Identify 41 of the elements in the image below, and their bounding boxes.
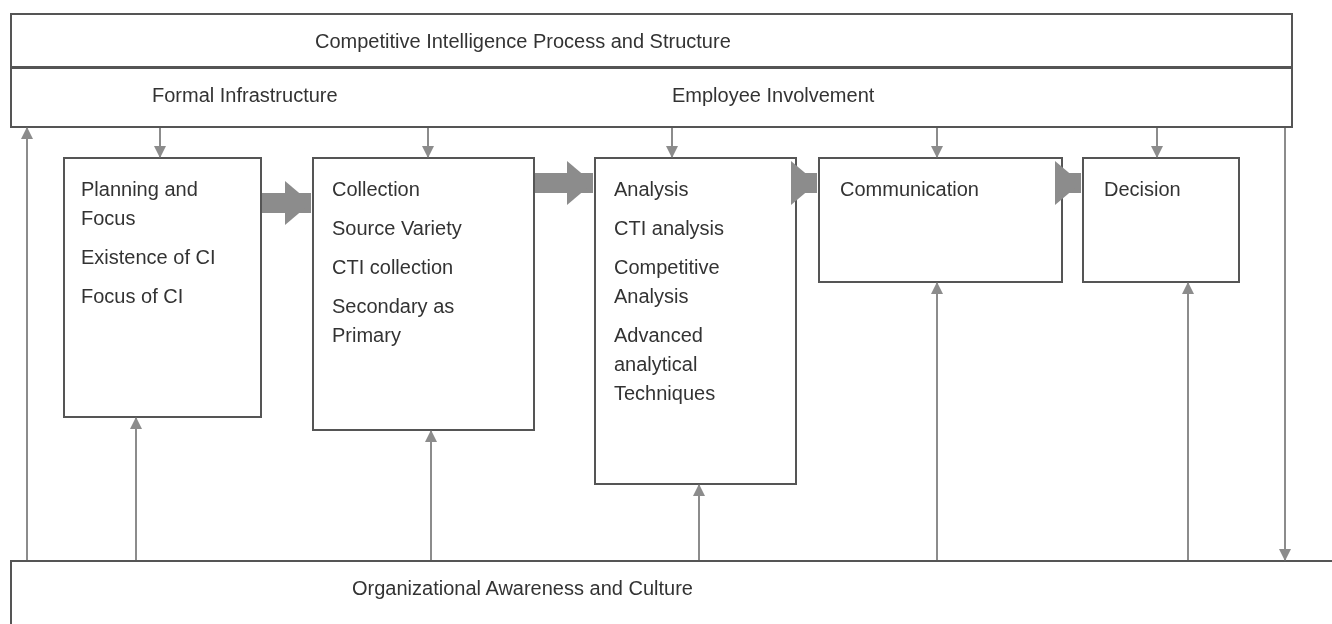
box-title: Organizational Awareness and Culture — [352, 576, 694, 601]
arrow — [1151, 127, 1163, 158]
arrow — [931, 282, 943, 561]
box-title: Decision — [1104, 177, 1182, 202]
block-arrow — [791, 161, 817, 205]
box-title: Planning and Focus — [81, 177, 199, 231]
box-text: Secondary as Primary — [332, 294, 456, 348]
box-text: Focus of CI — [81, 284, 185, 309]
block-arrow — [535, 161, 593, 205]
process-box — [1082, 157, 1240, 283]
box-text: Existence of CI — [81, 245, 217, 270]
arrow — [1279, 127, 1291, 561]
box-text: CTI analysis — [614, 216, 726, 241]
box-text: Advanced analytical Techniques — [614, 323, 717, 406]
block-arrow — [262, 181, 311, 225]
section-heading: Formal Infrastructure — [152, 83, 338, 107]
process-box — [594, 157, 797, 485]
arrow — [21, 127, 33, 561]
arrow — [693, 484, 705, 561]
arrow — [130, 417, 142, 561]
block-arrow — [1055, 161, 1081, 205]
arrow — [931, 127, 943, 158]
header-box — [10, 13, 1293, 68]
box-title: Competitive Intelligence Process and Structure — [315, 29, 732, 54]
box-text: Competitive Analysis — [614, 255, 721, 309]
process-box — [312, 157, 535, 431]
arrow — [422, 127, 434, 158]
box-text: CTI collection — [332, 255, 455, 280]
culture-box — [10, 560, 1332, 624]
header-box — [10, 67, 1293, 128]
box-title: Communication — [840, 177, 980, 202]
box-title: Analysis — [614, 177, 690, 202]
arrow — [666, 127, 678, 158]
box-title: Collection — [332, 177, 421, 202]
arrow — [1182, 282, 1194, 561]
arrow — [425, 430, 437, 561]
process-box — [818, 157, 1063, 283]
box-text: Source Variety — [332, 216, 463, 241]
arrow — [154, 127, 166, 158]
process-box — [63, 157, 262, 418]
section-heading: Employee Involvement — [672, 83, 875, 107]
